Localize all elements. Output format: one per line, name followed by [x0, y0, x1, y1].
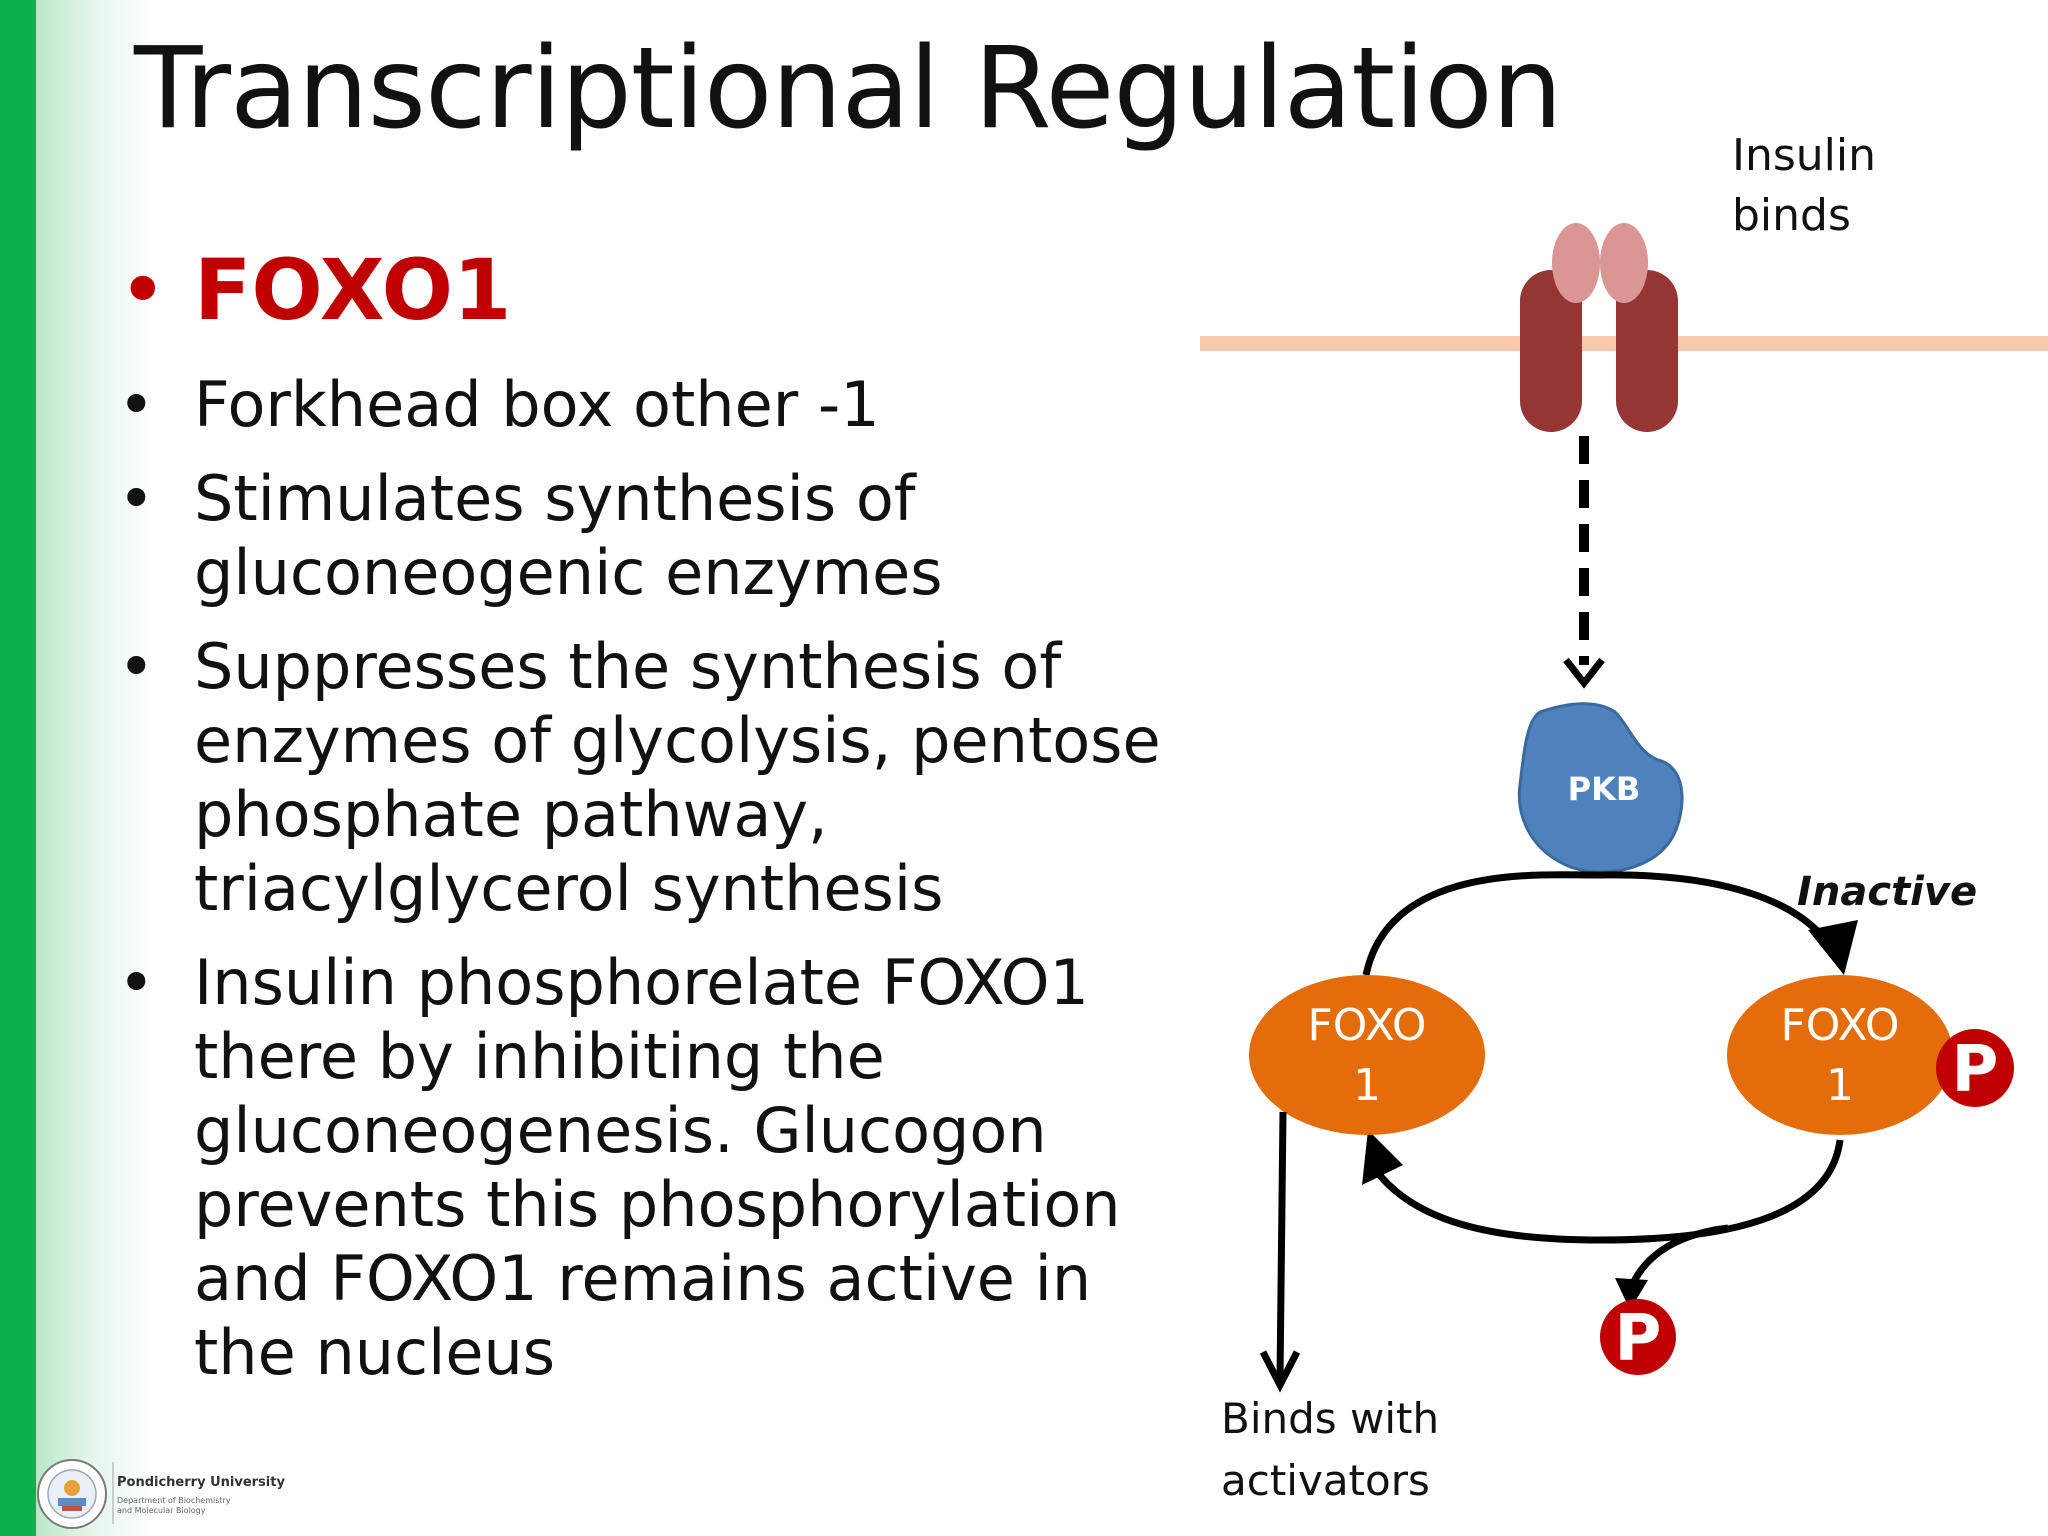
bullet-item: • Insulin phosphorelate FOXO1 there by i…	[112, 946, 1192, 1390]
department-name: Department of Biochemistry and Molecular…	[117, 1496, 231, 1515]
foxo1-left-label: FOXO	[1307, 1000, 1426, 1051]
insulin-receptor	[1520, 223, 1678, 432]
bullet-text: FOXO1	[194, 241, 512, 339]
bullet-text: Stimulates synthesis of gluconeogenic en…	[194, 462, 943, 609]
bullet-dot: •	[118, 946, 155, 1019]
foxo1-active	[1249, 975, 1485, 1135]
side-accent-stripe	[0, 0, 36, 1536]
slide-title: Transcriptional Regulation	[134, 24, 1563, 154]
phosphate-released	[1600, 1299, 1676, 1375]
pkb-label: PKB	[1568, 770, 1641, 808]
bullet-dot: •	[118, 368, 155, 441]
bullet-text: Insulin phosphorelate FOXO1 there by inh…	[194, 946, 1121, 1389]
bullet-heading: • FOXO1	[112, 240, 1192, 340]
phosphate-attached	[1936, 1029, 2014, 1107]
binds-activators-label-2: activators	[1221, 1456, 1430, 1505]
return-arrowhead	[1362, 1130, 1403, 1185]
binds-activators-label: Binds with	[1221, 1394, 1439, 1443]
cell-membrane	[1200, 336, 2048, 351]
bullet-dot: •	[118, 241, 168, 339]
binds-activators-arrow	[1276, 1111, 1287, 1379]
foxo1-inactive	[1727, 975, 1953, 1135]
phosphate-release-arrow	[1626, 1224, 1729, 1292]
pkb-enzyme	[1517, 702, 1684, 874]
footer-separator	[112, 1462, 114, 1524]
bullet-list: • FOXO1 • Forkhead box other -1 • Stimul…	[112, 240, 1192, 1410]
insulin-binds-label-2: binds	[1732, 190, 1851, 241]
bullet-text: Forkhead box other -1	[194, 368, 880, 441]
side-gradient	[36, 0, 156, 1536]
dephosphorylation-arc	[1367, 1139, 1844, 1244]
foxo1-left-number: 1	[1353, 1060, 1381, 1111]
bullet-dot: •	[118, 630, 155, 703]
bullet-text: Suppresses the synthesis of enzymes of g…	[194, 630, 1161, 925]
bullet-item: • Stimulates synthesis of gluconeogenic …	[112, 462, 1192, 610]
foxo1-right-label: FOXO	[1780, 1000, 1899, 1051]
foxo1-right-number: 1	[1826, 1060, 1854, 1111]
phosphorylation-arc	[1362, 871, 1842, 976]
arc-arrowhead	[1808, 920, 1858, 975]
university-name: Pondicherry University	[117, 1475, 285, 1490]
dashed-signal-arrow	[1563, 436, 1605, 689]
bullet-item: • Forkhead box other -1	[112, 368, 1192, 442]
phosphate-released-label: P	[1615, 1302, 1662, 1376]
phosphate-release-arrowhead	[1615, 1278, 1648, 1310]
insulin-binds-label: Insulin	[1732, 130, 1876, 181]
bullet-item: • Suppresses the synthesis of enzymes of…	[112, 630, 1192, 926]
phosphate-attached-label: P	[1952, 1033, 1999, 1107]
bullet-dot: •	[118, 462, 155, 535]
university-logo	[37, 1459, 107, 1529]
binds-activators-arrowhead	[1259, 1350, 1301, 1393]
inactive-label: Inactive	[1797, 869, 1977, 915]
